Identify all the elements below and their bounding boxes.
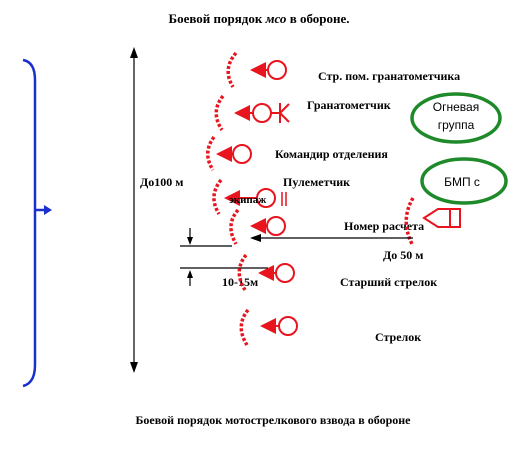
soldier-asst-grenadier-symbol <box>226 51 287 88</box>
soldier-rifleman-symbol <box>239 308 298 346</box>
depth-dimension-line <box>130 47 138 373</box>
bmp-label: БМП с <box>444 175 480 189</box>
bmp-vehicle-symbol <box>404 197 461 245</box>
interval-marker <box>180 228 268 286</box>
label-grenadier: Гранатометчик <box>307 98 391 112</box>
label-crew-number: Номер расчета <box>344 219 424 233</box>
label-senior-rifleman: Старший стрелок <box>340 275 437 289</box>
distance-50m-arrow <box>250 234 413 242</box>
soldier-commander-symbol <box>206 135 252 171</box>
diagram-title: Боевой порядок мсо в обороне. <box>168 11 349 26</box>
bmp-ellipse <box>420 157 508 205</box>
label-commander: Командир отделения <box>275 147 388 161</box>
label-rifleman: Стрелок <box>375 330 421 344</box>
label-interval: 10-15м <box>222 275 258 289</box>
fire-group-ellipse <box>410 92 502 144</box>
label-machinegunner: Пулеметчик <box>283 175 350 189</box>
fire-group-line2: группа <box>438 118 475 132</box>
label-crew: экипаж <box>229 194 266 206</box>
soldier-machinegunner-symbol <box>212 178 287 215</box>
label-distance-50m: До 50 м <box>383 248 423 262</box>
soldier-grenadier-symbol <box>214 94 290 131</box>
soldier-crew-number-symbol <box>229 208 286 245</box>
diagram-caption: Боевой порядок мотострелкового взвода в … <box>136 413 412 427</box>
label-asst-grenadier: Стр. пом. гранатометчика <box>318 69 460 83</box>
fire-group-line1: Огневая <box>433 100 479 114</box>
depth-label: До100 м <box>140 175 183 189</box>
soldier-senior-rifleman-symbol <box>237 253 295 291</box>
squad-bracket <box>22 58 52 388</box>
